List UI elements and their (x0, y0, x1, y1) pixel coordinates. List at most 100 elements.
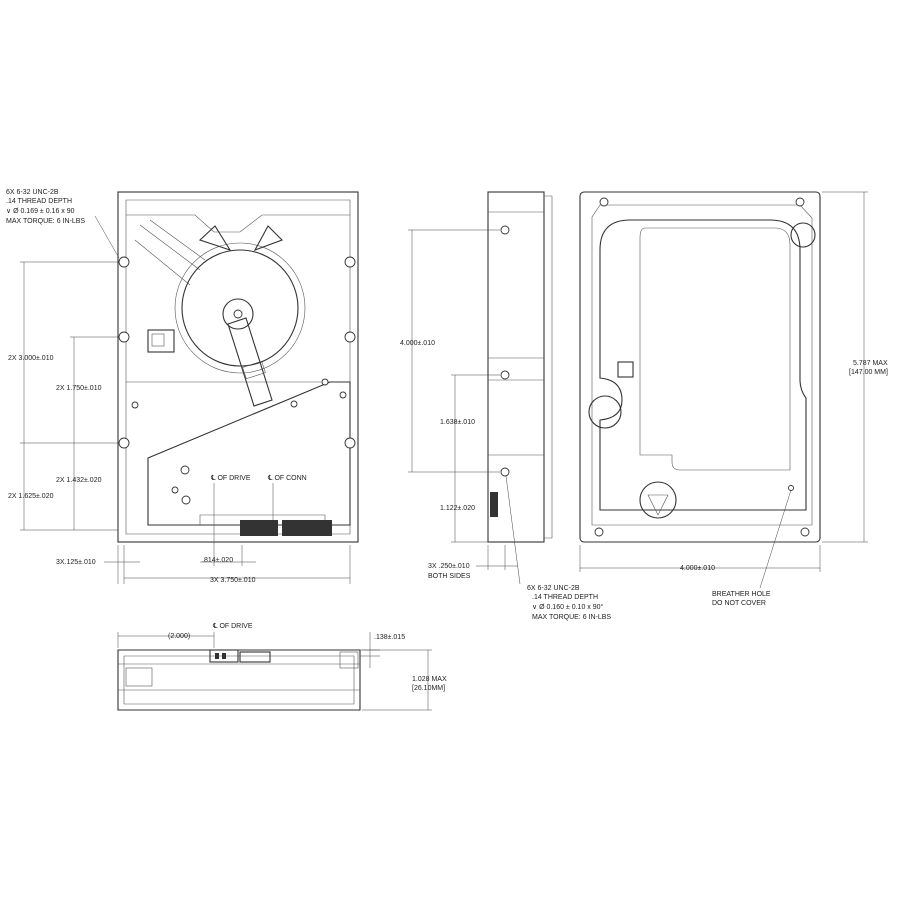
bottom-thread-note-3: ∨ Ø 0.169 ± 0.16 x 90 (6, 208, 75, 215)
bottom-small-hole-r (339, 391, 347, 399)
dim-1625-label: 2X 1.625±.020 (8, 493, 54, 500)
dim-side-250-note: BOTH SIDES (428, 573, 471, 580)
side-view-outline (487, 191, 545, 543)
top-label-square (617, 361, 634, 378)
bottom-small-hole (131, 401, 139, 409)
bottom-thread-note-2: .14 THREAD DEPTH (6, 198, 72, 205)
top-view-inner-border (591, 204, 813, 526)
dim-1625-lines (20, 443, 70, 531)
label-square-inner (151, 333, 165, 347)
dim-814-lines (200, 545, 256, 566)
dim-125-lines (104, 545, 140, 584)
cl-conn-label: ℄ OF CONN (268, 474, 307, 482)
breather-note-2: DO NOT COVER (712, 600, 766, 607)
pcb-component-2 (171, 486, 179, 494)
dim-125-label: 3X.125±.010 (56, 559, 96, 566)
dim-side-250-label: 3X .250±.010 (428, 563, 470, 570)
thread-note-leader (94, 215, 120, 259)
actuator-pivot-hole (233, 309, 243, 319)
breather-note-1: BREATHER HOLE (712, 591, 771, 598)
end-view-power-port (239, 651, 271, 663)
top-hole-br (800, 527, 810, 537)
bottom-view-hatch (134, 219, 206, 286)
actuator-magnet (242, 360, 266, 380)
mount-hole-l1 (118, 256, 130, 268)
sata-connector (240, 520, 278, 536)
mount-hole-r2 (344, 331, 356, 343)
bottom-view-top-ridge (126, 214, 350, 233)
dim-1432-lines (70, 443, 118, 531)
top-hole-tr (795, 197, 805, 207)
side-view: 4.000±.010 1.638±.010 1.122±.020 3X .250… (400, 191, 611, 621)
dim-top-4000-label: 4.000±.010 (680, 565, 715, 572)
end-view-outline (117, 649, 361, 711)
bottom-view-outline (117, 191, 359, 543)
side-hole-3 (500, 467, 510, 477)
actuator-pivot (222, 298, 254, 330)
bottom-thread-note-1: 6X 6-32 UNC-2B (6, 189, 59, 196)
breather-hole (788, 485, 794, 491)
bottom-view: 6X 6-32 UNC-2B .14 THREAD DEPTH ∨ Ø 0.16… (6, 189, 359, 584)
side-thread-note-3: ∨ Ø 0.160 ± 0.10 x 90° (532, 603, 604, 611)
dim-side-4000-lines (408, 229, 500, 473)
breather-leader (759, 489, 792, 589)
actuator-arm (227, 317, 273, 407)
pcb-board (147, 381, 351, 526)
dim-end-2000-label: (2.000) (168, 633, 190, 640)
end-view-lines (118, 663, 360, 691)
dim-end-1028-lines (362, 649, 432, 711)
side-view-ribs (488, 211, 544, 456)
dim-end-1028-mm: [26.10MM] (412, 685, 445, 692)
dim-3000-label: 2X 3.000±.010 (8, 355, 54, 362)
top-pivot-triangle (647, 494, 669, 516)
bracket-tab-right (253, 225, 283, 252)
pcb-component-4 (290, 400, 298, 408)
bottom-view-inner-outline (125, 199, 351, 535)
dim-side-1638-label: 1.638±.010 (440, 419, 475, 426)
side-thread-note-2: .14 THREAD DEPTH (532, 594, 598, 601)
dim-814-label: .814±.020 (202, 557, 233, 564)
cl-drive-label: ℄ OF DRIVE (211, 474, 251, 482)
top-view-outline (579, 191, 821, 543)
dim-top-4000-lines (579, 545, 821, 572)
dim-side-1122-label: 1.122±.020 (440, 505, 475, 512)
top-hole-bl (594, 527, 604, 537)
end-view: (2.000) ℄ OF DRIVE .138±.015 1.028 MAX [… (117, 622, 447, 711)
spindle-motor-circle (181, 249, 299, 367)
top-spindle-circle (588, 395, 622, 429)
end-view-pin-2 (222, 653, 226, 659)
end-view-inner (123, 655, 355, 705)
top-hole-tl (599, 197, 609, 207)
side-thread-note-4: MAX TORQUE: 6 IN-LBS (532, 614, 611, 621)
dim-3000-lines (20, 261, 118, 444)
bracket-tab-left (198, 225, 232, 252)
dim-1750-label: 2X 1.750±.010 (56, 385, 102, 392)
side-thread-note-1: 6X 6-32 UNC-2B (527, 585, 580, 592)
dim-1750-lines (70, 336, 118, 443)
side-hole-2 (500, 370, 510, 380)
mount-hole-l2 (118, 331, 130, 343)
pcb-component-1 (180, 465, 190, 475)
dim-3750-lines (124, 545, 351, 584)
dim-end-1028-label: 1.028 MAX (412, 676, 447, 683)
mount-hole-r3 (344, 437, 356, 449)
label-square (147, 329, 175, 353)
bottom-thread-note-4: MAX TORQUE: 6 IN-LBS (6, 218, 85, 225)
dim-side-1638-lines (451, 374, 500, 472)
side-view-connector (490, 492, 498, 517)
top-pivot-circle (639, 481, 677, 519)
pcb-component-3 (181, 495, 191, 505)
side-view-flange (544, 195, 553, 539)
end-view-right-block (339, 651, 359, 669)
top-cover-contour (599, 219, 807, 511)
mount-hole-l3 (118, 437, 130, 449)
dim-side-1122-lines (451, 472, 488, 543)
side-thread-leader (505, 475, 521, 585)
dim-end-2000-lines (117, 632, 215, 648)
end-view-sata-port (209, 649, 239, 663)
power-connector (282, 520, 332, 536)
dim-1432-label: 2X 1.432±.020 (56, 477, 102, 484)
end-view-pin-1 (215, 653, 219, 659)
dim-top-5787-lines (822, 191, 868, 543)
